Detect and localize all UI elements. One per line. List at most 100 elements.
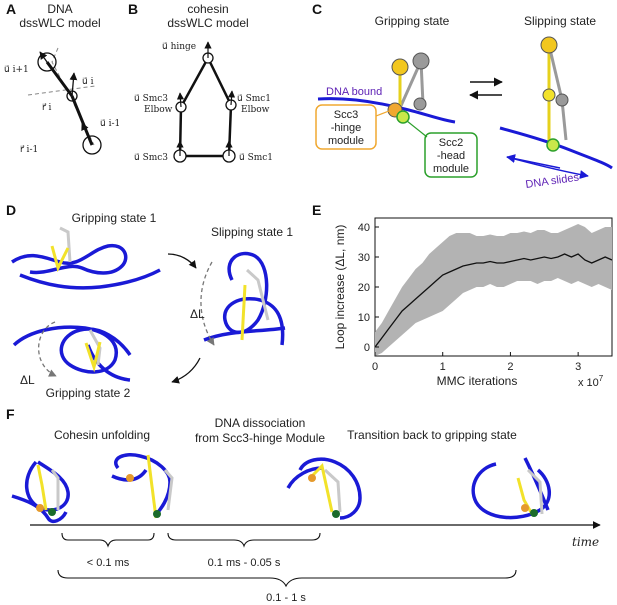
chart-y-tick-label: 30 [358, 252, 370, 264]
scc2-head-module-box [424, 132, 478, 178]
panel-letter-f: F [6, 406, 15, 422]
dna-axis-dashed [27, 85, 96, 96]
scc2-snap3 [332, 510, 340, 518]
panel-letter-b: B [128, 1, 138, 17]
scc2-module-dot [396, 110, 410, 124]
scc2-label-2: -head [437, 150, 465, 162]
cohesin-yellow-slip1 [240, 284, 247, 341]
scc3-label-2: -hinge [331, 122, 362, 134]
panel-b-title-line2: dssWLC model [167, 16, 248, 30]
brace-total [57, 569, 517, 588]
segment-upper [45, 61, 74, 97]
chart-x-tick-label: 3 [575, 361, 581, 373]
panel-letter-c: C [312, 1, 322, 17]
bead-i-minus-1 [82, 135, 102, 155]
slip-smc1-arm-grey-lower [560, 99, 568, 141]
chart-x-tick-label: 1 [440, 361, 446, 373]
cohesin-snap2-grey [163, 469, 174, 511]
scc3-label-3: module [328, 135, 364, 147]
gripping-state-1-label: Gripping state 1 [72, 211, 157, 225]
chart-y-axis-label: Loop increase (ΔL, nm) [333, 225, 347, 350]
step-dna-dissociation-label-1: DNA dissociation [215, 416, 306, 430]
cohesin-snap1-grey [50, 469, 60, 510]
dna-slides-arrow-left [506, 154, 561, 169]
cohesin-yellow-grip1 [50, 245, 70, 273]
time-axis-label: time [572, 535, 599, 549]
scc2-snap2 [153, 510, 161, 518]
panel-letter-a: A [6, 1, 16, 17]
chart-x-axis-label: MMC iterations [437, 374, 518, 388]
dna-bound-label: DNA bound [326, 86, 382, 98]
panel-b: B cohesin dssWLC model u⃗ hinge u⃗ Smc3 … [128, 1, 273, 163]
delta-l-label-1: ΔL [190, 307, 205, 321]
panel-d: D Gripping state 1 Slipping state 1 Grip… [6, 202, 293, 400]
slip-scc2-dot [546, 138, 560, 152]
grey-hinge [412, 52, 430, 70]
slip-grey-elbow [555, 93, 569, 107]
label-r-i-minus-1: r⃗ i-1 [20, 145, 39, 155]
scc2-leader-line [406, 120, 428, 138]
dna-snap4-strand [523, 457, 550, 511]
panel-a: A DNA dssWLC model u⃗ i+1 u⃗ i r⃗ i u⃗ i… [4, 1, 120, 155]
duration-step2: 0.1 ms - 0.05 s [208, 557, 281, 569]
panel-letter-e: E [312, 202, 321, 218]
vector-u-i-plus-1 [39, 51, 48, 63]
chart-x-tick-label: 2 [507, 361, 513, 373]
cohesin-snap3-yellow [308, 462, 334, 513]
label-smc3-elbow-word: Elbow [144, 105, 173, 115]
cohesin-snap2-yellow [146, 454, 158, 519]
vector-smc3-elbow [176, 92, 185, 108]
label-u-i: u⃗ i [82, 77, 94, 87]
label-u-smc1-elbow: u⃗ Smc1 [237, 94, 271, 104]
scc2-label-3: module [433, 163, 469, 175]
gripping-state-2-label: Gripping state 2 [46, 386, 131, 400]
cycle-arrow-top [167, 253, 197, 269]
chart-std-band [375, 224, 612, 356]
chart-y-tick-label: 20 [358, 282, 370, 294]
dna-strand-slipping [499, 126, 613, 170]
chart-y-tick-label: 40 [358, 222, 370, 234]
dna-snap4-loop [471, 462, 551, 520]
dna-snap1-strand [11, 494, 68, 524]
smc1-arm-grey [398, 60, 423, 109]
dna-grip2-b [86, 344, 131, 382]
label-smc1-elbow-word: Elbow [241, 105, 270, 115]
panel-letter-d: D [6, 202, 16, 218]
panel-b-title-line1: cohesin [187, 2, 228, 16]
step-transition-back-label: Transition back to gripping state [347, 428, 517, 442]
scc3-snap1 [36, 504, 44, 512]
cycle-arrow-bottom [171, 357, 201, 384]
cohesin-snap4-grey [526, 468, 544, 515]
panel-c: C Gripping state Slipping state DNA boun… [312, 1, 613, 191]
dna-grip1-b [19, 268, 161, 290]
cohesin-snap3-grey [323, 468, 342, 513]
panel-f: F Cohesin unfolding DNA dissociation fro… [6, 406, 601, 604]
dl-arrow-slip1 [200, 261, 215, 346]
chart-x-multiplier-exp: 7 [599, 374, 604, 383]
chart-y-tick-label: 0 [364, 342, 370, 354]
grey-elbow [413, 97, 427, 111]
label-u-smc3-elbow: u⃗ Smc3 [134, 94, 168, 104]
slip-hinge [540, 36, 558, 54]
dl-arrow-grip2 [37, 321, 57, 377]
vector-smc1-elbow [227, 90, 236, 106]
chart-y-tick-label: 10 [358, 312, 370, 324]
dna-snap3-loop [298, 457, 362, 520]
scc3-snap2 [126, 474, 134, 482]
chart-mean-line [374, 253, 613, 348]
panel-a-title-line1: DNA [47, 2, 72, 16]
cohesin-grey-grip1 [59, 226, 72, 263]
step-cohesin-unfolding-label: Cohesin unfolding [54, 428, 150, 442]
vector-u-i-minus-1 [81, 122, 93, 146]
label-u-hinge: u⃗ hinge [162, 42, 196, 52]
scc3-snap4 [521, 504, 529, 512]
label-u-i-plus-1: u⃗ i+1 [4, 65, 29, 75]
cohesin-ring-model [178, 55, 233, 158]
gripping-state-label: Gripping state [375, 14, 450, 28]
scc3-snap3 [308, 474, 316, 482]
label-u-i-minus-1: u⃗ i-1 [100, 119, 120, 129]
scc3-label-1: Scc3 [334, 109, 358, 121]
label-u-smc3: u⃗ Smc3 [134, 153, 168, 163]
